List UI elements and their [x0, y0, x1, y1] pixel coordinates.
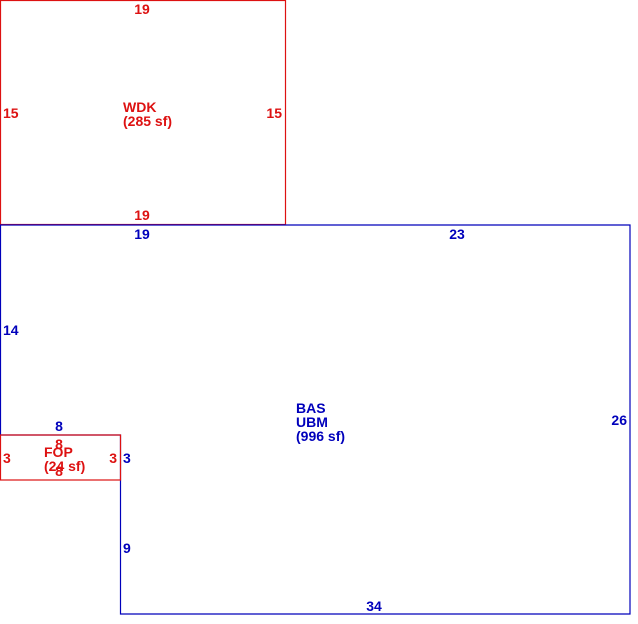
bas-dim-top-left: 19: [134, 226, 150, 242]
bas-dim-right: 26: [611, 412, 627, 428]
bas-sub: UBM: [296, 414, 328, 430]
bas-dim-notch-side-lower: 9: [123, 540, 131, 556]
fop-outline: [0, 434, 122, 481]
wdk-dim-right: 15: [266, 105, 282, 121]
fop-dim-bottom: 8: [55, 463, 63, 479]
bas-area: (996 sf): [296, 428, 345, 444]
wdk-dim-bottom: 19: [134, 207, 150, 223]
fop-dim-right: 3: [109, 450, 117, 466]
wdk-dim-left: 15: [3, 105, 19, 121]
wdk-code: WDK: [123, 99, 156, 115]
bas-code: BAS: [296, 400, 326, 416]
bas-dim-notch-side-upper: 3: [123, 450, 131, 466]
bas-dim-notch-top: 8: [55, 418, 63, 434]
fop-code: FOP: [44, 444, 73, 460]
wdk-dim-top: 19: [134, 1, 150, 17]
bas-dim-bottom: 34: [366, 598, 382, 614]
fop-area: (24 sf): [44, 458, 85, 474]
wdk-area: (285 sf): [123, 113, 172, 129]
fop-dim-left: 3: [3, 450, 11, 466]
bas-dim-top-right: 23: [449, 226, 465, 242]
bas-dim-left-upper: 14: [3, 322, 19, 338]
fop-dim-top: 8: [55, 436, 63, 452]
